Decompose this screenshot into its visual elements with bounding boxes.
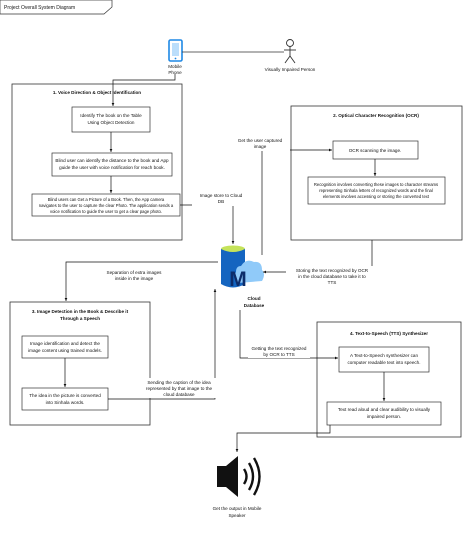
image-box2-line2: into Sinhala words. [46,400,85,405]
arrow-phone-to-identify [111,74,176,106]
speaker-icon [217,456,261,497]
label-getting-2: by OCR to TTS [263,352,294,357]
voice-box2-line2: guide the user with voice notification f… [59,165,165,170]
title-tab: Project Overall System Diagram [0,0,113,15]
db-m-glyph: M [229,268,247,291]
label-store-2: DB [218,199,224,204]
label-sending-1: Sending the caption of the idea [147,380,211,385]
tts-box-read-aloud [326,401,442,426]
label-store-1: Image store to Cloud [200,193,243,198]
label-get-image-1: Get the user captured [238,138,283,143]
tts-box2-line1: Text read aloud and clear audibility to … [338,407,431,412]
section-tts-title: 4. Text-to-Speech (TTS) Synthesizer [350,331,428,336]
cloud-label-2: Database [244,303,265,308]
section-image-title-1: 3. Image Detection in the Book & Describ… [32,309,129,314]
edge-labels: Get the user captured image Image store … [100,137,378,398]
person-icon [284,39,296,64]
ocr-box2-line3: elements involves accessing or storing t… [323,194,430,199]
voice-box2-line1: Blind user can identify the distance to … [55,158,169,163]
ocr-box-recognition [307,176,446,205]
label-sending-2: represented by that image to the [146,386,213,391]
person-label: Visually Impaired Person [265,67,316,72]
section-image-title-2: Through a Speech [60,316,100,321]
label-storing-1: Storing the text recognized by OCR [296,268,369,273]
speaker-label-2: Speaker [228,513,246,518]
image-box1-line1: Image identification and detect the [30,341,100,346]
arrow-converted-to-cloud [108,289,217,400]
ocr-box1-text: OCR scanning the image. [349,148,402,153]
image-box-converted [21,387,109,411]
speaker-label-1: Get the output in Mobile [213,506,262,511]
voice-box1-line1: Identify The book on the Table [80,113,142,118]
voice-box3-line1: Blind users can Get a Picture of a Book.… [48,197,165,202]
label-storing-2: in the cloud database to take it to [298,274,366,279]
image-box1-line2: image content using trained models. [28,348,102,353]
phone-label-2: Phone [168,70,182,75]
voice-box1-line2: Using Object Detection [88,120,135,125]
cloud-database-icon: M [221,245,264,291]
tts-box1-line2: computer readable text into speech. [347,360,420,365]
arrow-tts-to-speaker [235,425,331,452]
image-box-identification [21,335,109,359]
label-getting-1: Getting the text recognized [252,346,307,351]
voice-box-distance [51,152,173,177]
ocr-box2-line2: representing Sinhala letters of recogniz… [319,188,433,193]
image-box2-line1: The idea in the picture is converted [29,393,101,398]
label-separation-2: inside in the image [115,276,154,281]
cloud-label-1: Cloud [247,296,260,301]
arrow-cloud-to-image-detection [64,261,218,301]
phone-label-1: Mobile [168,64,182,69]
voice-box-identify-book [71,106,151,133]
ocr-box2-line1: Recognition involves converting these im… [314,182,438,187]
label-storing-3: TTS [328,280,337,285]
tts-box-synthesizer [338,346,430,373]
section-voice-title: 1. Voice Direction & Object Identificati… [53,90,141,95]
tts-box2-line2: impaired person. [367,414,401,419]
section-ocr [290,105,463,241]
tts-box1-line1: A Text-to-Speech synthesizer can [350,353,419,358]
ocr-box-scanning [332,140,419,160]
label-separation-1: Separation of extra images [107,270,163,275]
voice-box3-line3: voice notification to guide the user to … [50,209,162,214]
mobile-phone-icon [168,39,183,62]
diagram-title: Project Overall System Diagram [4,5,75,11]
label-sending-3: cloud database [163,392,195,397]
arrow-capture-to-cloud [180,204,235,244]
section-ocr-title: 2. Optical Character Recognition (OCR) [333,113,419,118]
label-get-image-2: image [254,144,267,149]
voice-box3-line2: navigates to the user to capture the cle… [39,203,174,208]
